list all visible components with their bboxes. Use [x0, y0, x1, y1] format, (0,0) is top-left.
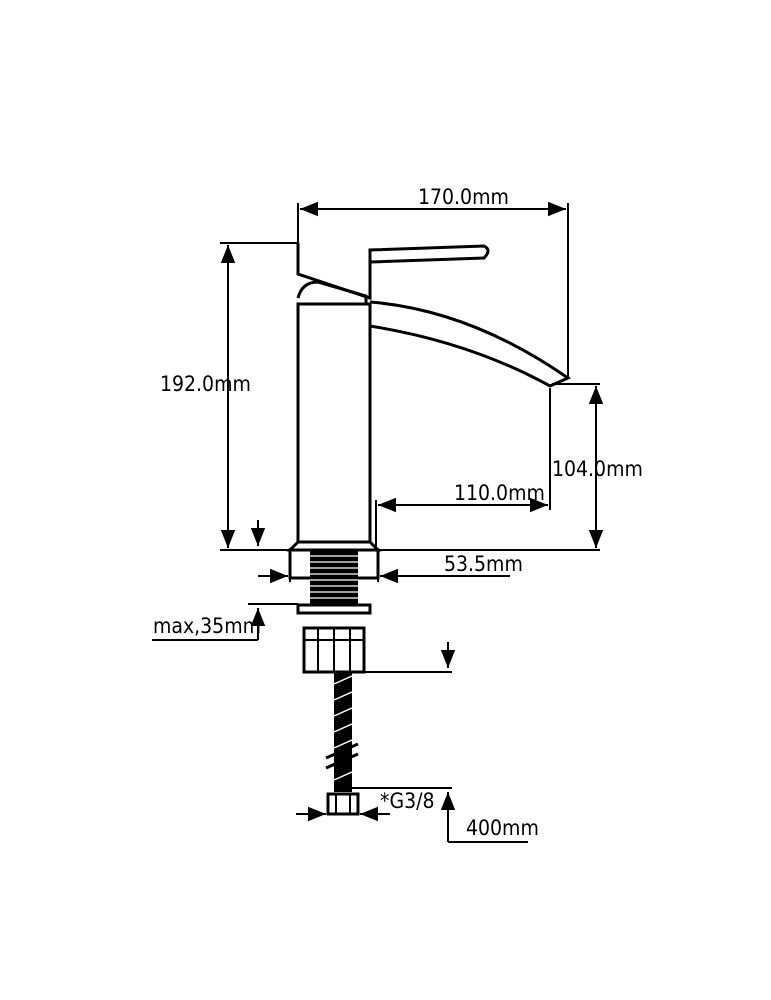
label-spout-reach: 110.0mm — [454, 481, 545, 505]
handle-cap — [296, 280, 368, 304]
dim-max-thickness: max,35mm — [152, 603, 456, 673]
braided-hose — [325, 672, 360, 816]
label-hose-length: 400mm — [466, 816, 539, 840]
threaded-shank — [310, 550, 358, 605]
dim-base-diameter: 53.5mm — [250, 520, 523, 584]
washer — [296, 603, 372, 615]
label-width-total: 170.0mm — [418, 185, 509, 209]
label-spout-height: 104.0mm — [552, 457, 643, 481]
spout — [369, 300, 572, 388]
hose-connector — [326, 792, 360, 816]
label-base-diameter: 53.5mm — [444, 552, 523, 576]
faucet-column — [296, 302, 372, 544]
handle-lever — [296, 243, 490, 301]
dim-spout-reach: 110.0mm — [375, 388, 551, 550]
label-height-total: 192.0mm — [160, 372, 251, 396]
dim-thread: *G3/8 — [296, 789, 435, 822]
dim-hose-length: 400mm — [352, 787, 539, 843]
dim-height-total: 192.0mm — [160, 242, 298, 548]
label-thread: *G3/8 — [380, 789, 435, 813]
dim-spout-height: 104.0mm — [552, 383, 643, 548]
dim-width-total: 170.0mm — [297, 185, 569, 378]
label-max-thickness: max,35mm — [153, 614, 261, 638]
mounting-shank — [288, 548, 380, 674]
